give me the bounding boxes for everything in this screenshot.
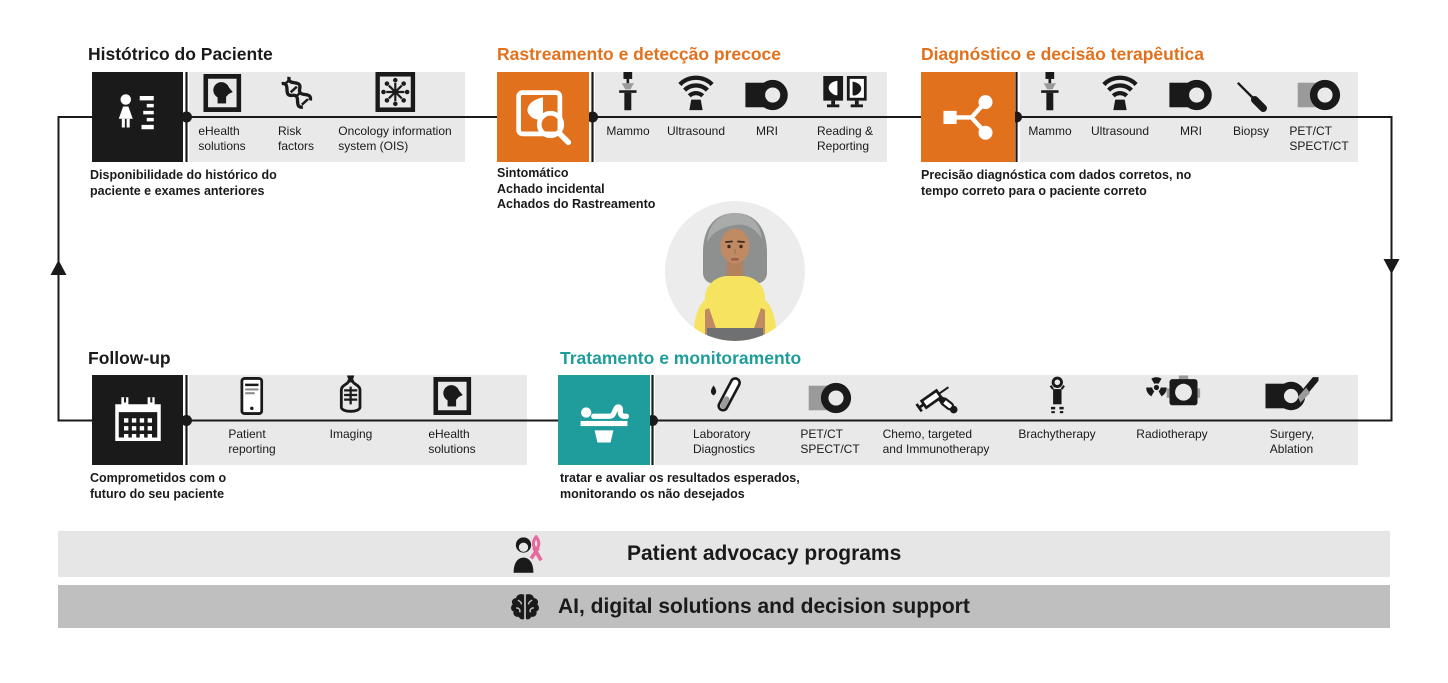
modality-item: eHealth solutions	[198, 72, 246, 154]
test-tube-icon	[705, 375, 743, 415]
surgery-ablation-icon	[1266, 375, 1319, 415]
brain-ai-icon	[510, 592, 540, 621]
treatment-block	[558, 375, 650, 465]
modality-label: Laboratory Diagnostics	[692, 427, 756, 456]
petct-spectct-icon	[808, 375, 852, 415]
modality-item: Imaging	[329, 375, 373, 442]
breast-screening-icon	[513, 87, 573, 147]
modality-item: Risk factors	[276, 72, 316, 154]
modality-item: eHealth solutions	[428, 375, 476, 457]
brachytherapy-icon	[1046, 375, 1068, 415]
bar-label: Patient advocacy programs	[627, 542, 902, 565]
modality-item: Ultrasound	[1091, 72, 1149, 139]
section-title: Follow-up	[88, 348, 171, 368]
modality-item: Ultrasound	[667, 72, 725, 139]
diagnosis-block	[921, 72, 1015, 162]
modality-item: Patient reporting	[228, 375, 276, 457]
modality-item: PET/CT SPECT/CT	[800, 375, 860, 457]
mammography-icon	[617, 72, 640, 112]
ultrasound-icon	[675, 72, 717, 112]
bar-label: AI, digital solutions and decision suppo…	[558, 594, 970, 618]
modality-label: Ultrasound	[1090, 124, 1150, 138]
modality-label: PET/CT SPECT/CT	[800, 427, 860, 456]
patient-advocacy-bar: Patient advocacy programs	[58, 531, 1390, 577]
modality-label: Oncology information system (OIS)	[338, 124, 452, 153]
section-description: Precisão diagnóstica com dados corretos,…	[921, 168, 1192, 198]
dna-icon	[276, 72, 316, 112]
modality-label: Imaging	[329, 427, 373, 441]
modality-label: eHealth solutions	[428, 427, 476, 456]
modality-item: MRI	[745, 72, 789, 139]
modality-item: Brachytherapy	[1018, 375, 1096, 442]
modality-label: Patient reporting	[228, 427, 276, 456]
patient-history-icon	[110, 89, 166, 145]
follow-up-block	[92, 375, 183, 465]
section-description: Sintomático Achado incidental Achados do…	[497, 166, 656, 211]
ehealth-solutions-icon	[203, 72, 241, 112]
screening-block	[497, 72, 589, 162]
modality-label: Surgery, Ablation	[1269, 427, 1315, 456]
screening-strip: Mammo Ultrasound MRI Reading & Reporting	[595, 72, 887, 162]
diagnosis-strip: Mammo Ultrasound MRI Biopsy PET/CT SPECT…	[1020, 72, 1358, 162]
modality-item: Mammo	[606, 72, 650, 139]
modality-label: eHealth solutions	[198, 124, 246, 153]
modality-item: Laboratory Diagnostics	[693, 375, 755, 457]
patient-history-block	[92, 72, 183, 162]
modality-label: Mammo	[1028, 124, 1072, 138]
modality-label: MRI	[1180, 124, 1202, 138]
patient-advocacy-ribbon-icon	[510, 535, 546, 573]
patient-on-table-icon	[574, 390, 634, 450]
decision-tree-icon	[940, 89, 996, 145]
arrow-up-icon	[50, 260, 67, 275]
modality-label: Biopsy	[1232, 124, 1270, 138]
mri-scanner-icon	[1169, 72, 1213, 112]
modality-label: Chemo, targeted and Immunotherapy	[882, 427, 990, 456]
patient-avatar	[665, 201, 805, 341]
petct-spectct-icon	[1297, 72, 1341, 112]
modality-label: MRI	[756, 124, 778, 138]
mammography-icon	[1039, 72, 1062, 112]
section-description: Disponibilidade do histórico do paciente…	[90, 168, 277, 198]
reading-reporting-icon	[823, 72, 867, 112]
ai-digital-solutions-bar: AI, digital solutions and decision suppo…	[58, 585, 1390, 628]
mri-scanner-icon	[745, 72, 789, 112]
modality-item: MRI	[1169, 72, 1213, 139]
smartphone-icon	[241, 375, 264, 415]
modality-item: Surgery, Ablation	[1266, 375, 1319, 457]
modality-item: Chemo, targeted and Immunotherapy	[882, 375, 990, 457]
follow-up-strip: Patient reporting Imaging eHealth soluti…	[189, 375, 527, 465]
modality-label: Radiotherapy	[1136, 427, 1208, 441]
treatment-strip: Laboratory Diagnostics PET/CT SPECT/CT C…	[655, 375, 1358, 465]
ultrasound-icon	[1099, 72, 1141, 112]
syringe-pills-icon	[913, 375, 959, 415]
patient-history-strip: eHealth solutions Risk factors Oncology …	[189, 72, 465, 162]
section-title: Tratamento e monitoramento	[560, 348, 802, 368]
ehealth-solutions-icon	[433, 375, 471, 415]
section-description: tratar e avaliar os resultados esperados…	[560, 471, 800, 501]
oncology-information-system-icon	[375, 72, 415, 112]
modality-item: Radiotherapy	[1136, 375, 1208, 442]
modality-item: Oncology information system (OIS)	[338, 72, 452, 154]
modality-label: Ultrasound	[666, 124, 726, 138]
calendar-icon	[110, 392, 166, 448]
biopsy-needle-icon	[1235, 72, 1267, 112]
modality-label: Brachytherapy	[1018, 427, 1096, 441]
modality-item: PET/CT SPECT/CT	[1289, 72, 1349, 154]
section-title: Rastreamento e detecção precoce	[497, 44, 782, 64]
radiotherapy-icon	[1144, 375, 1200, 415]
modality-label: PET/CT SPECT/CT	[1289, 124, 1349, 153]
modality-label: Risk factors	[277, 124, 314, 153]
arrow-down-icon	[1383, 259, 1400, 274]
modality-item: Mammo	[1028, 72, 1072, 139]
modality-label: Reading & Reporting	[816, 124, 874, 153]
section-title: Diagnóstico e decisão terapêutica	[921, 44, 1205, 64]
modality-label: Mammo	[606, 124, 650, 138]
torso-xray-icon	[337, 375, 365, 415]
section-title: Histótrico do Paciente	[88, 44, 273, 64]
modality-item: Reading & Reporting	[817, 72, 873, 154]
section-description: Comprometidos com o futuro do seu pacien…	[90, 471, 227, 501]
modality-item: Biopsy	[1233, 72, 1269, 139]
